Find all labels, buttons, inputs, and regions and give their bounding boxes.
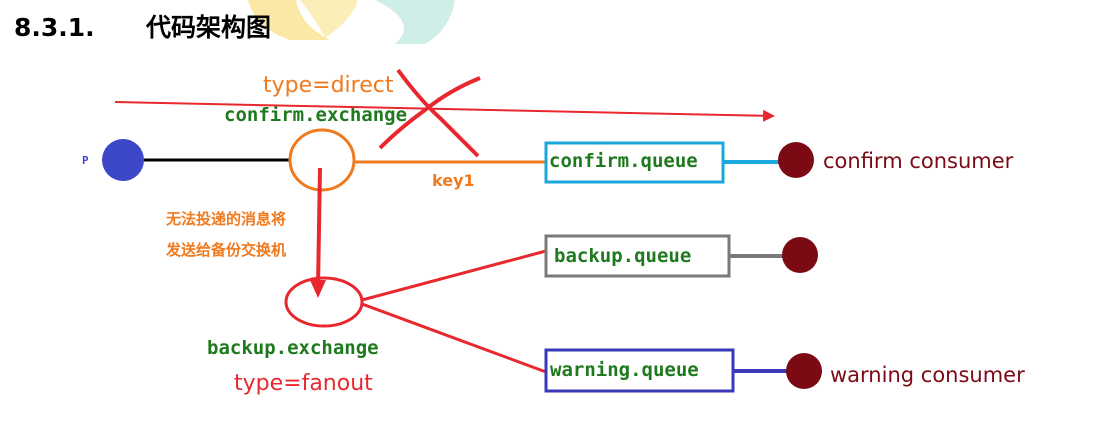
fallback-arrow-line <box>316 167 322 289</box>
warning-consumer-label: warning consumer <box>830 363 1025 387</box>
confirm-consumer-label: confirm consumer <box>823 149 1014 173</box>
backup-consumer-node <box>782 237 818 273</box>
section-title: 代码架构图 <box>146 13 272 42</box>
backup-queue-label: backup.queue <box>554 245 692 267</box>
confirm-exchange-type: type=direct <box>263 73 394 98</box>
note-line-2: 发送给备份交换机 <box>165 241 286 259</box>
producer-node <box>102 139 144 181</box>
fallback-arrow-head <box>310 280 326 298</box>
cross-mark <box>396 68 480 158</box>
note-line-1: 无法投递的消息将 <box>165 210 286 228</box>
blocked-route-arrow <box>114 101 775 122</box>
cross-mark-stroke2 <box>378 76 481 150</box>
confirm-exchange-node <box>288 128 356 192</box>
warning-consumer-node <box>786 353 822 389</box>
producer-label: P <box>82 154 89 167</box>
backup-exchange-node <box>284 276 364 328</box>
section-heading: 8.3.1. 代码架构图 <box>14 8 271 44</box>
routing-key-label: key1 <box>432 171 475 190</box>
backup-to-warning-queue-line <box>361 302 547 374</box>
backup-exchange-name: backup.exchange <box>207 337 379 359</box>
section-number: 8.3.1. <box>14 13 95 42</box>
confirm-exchange-name: confirm.exchange <box>224 104 407 126</box>
backup-queue-box <box>544 234 731 278</box>
warning-queue-box <box>544 348 735 393</box>
backup-to-backup-queue-line <box>361 249 547 302</box>
warning-queue-label: warning.queue <box>550 359 699 381</box>
confirm-consumer-node <box>778 142 814 178</box>
confirm-queue-box <box>544 141 725 184</box>
confirm-queue-label: confirm.queue <box>549 150 698 172</box>
backup-exchange-type: type=fanout <box>234 371 373 396</box>
